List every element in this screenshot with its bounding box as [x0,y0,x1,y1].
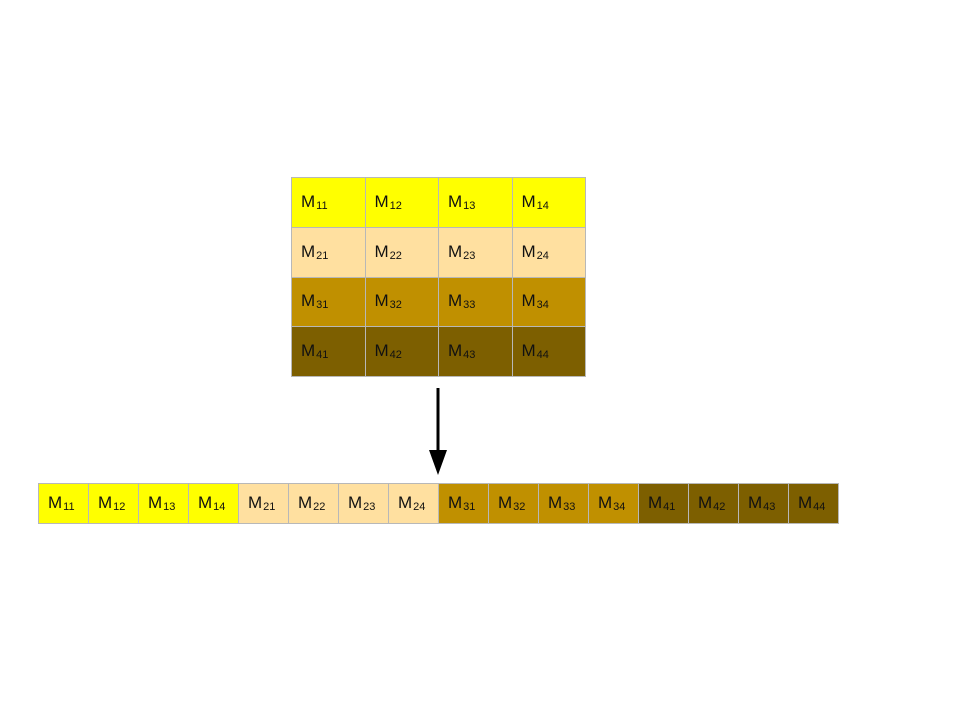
element-index: 42 [713,501,726,513]
element-index: 22 [313,501,326,513]
element-index: 23 [463,249,476,262]
element-index: 11 [63,501,75,513]
element-symbol: M [374,341,389,361]
element-index: 22 [389,249,402,262]
element-index: 14 [536,199,549,212]
element-index: 12 [389,199,402,212]
element-symbol: M [98,493,113,512]
element-symbol: M [798,493,813,512]
element-index: 11 [316,199,328,212]
element-index: 13 [163,501,176,513]
element-symbol: M [301,341,316,361]
element-symbol: M [598,493,613,512]
element-symbol: M [521,341,536,361]
element-index: 33 [463,299,476,312]
element-symbol: M [398,493,413,512]
element-index: 32 [389,299,402,312]
element-symbol: M [448,241,463,261]
element-symbol: M [648,493,663,512]
element-symbol: M [521,191,536,211]
element-symbol: M [374,191,389,211]
element-index: 13 [463,199,476,212]
element-symbol: M [448,191,463,211]
element-symbol: M [448,341,463,361]
element-index: 23 [363,501,376,513]
element-index: 43 [763,501,776,513]
element-symbol: M [348,493,363,512]
element-symbol: M [548,493,563,512]
element-index: 43 [463,349,476,362]
element-index: 34 [613,501,626,513]
down-arrow-icon [429,388,447,475]
element-index: 14 [213,501,226,513]
element-index: 21 [316,249,329,262]
element-index: 31 [463,501,476,513]
element-symbol: M [301,241,316,261]
element-symbol: M [148,493,163,512]
element-symbol: M [521,241,536,261]
element-index: 32 [513,501,526,513]
element-symbol: M [374,291,389,311]
element-symbol: M [48,493,63,512]
element-index: 44 [813,501,826,513]
element-symbol: M [498,493,513,512]
element-symbol: M [301,191,316,211]
element-symbol: M [374,241,389,261]
element-index: 44 [536,349,549,362]
element-symbol: M [448,291,463,311]
element-index: 24 [413,501,426,513]
element-index: 33 [563,501,576,513]
element-symbol: M [301,291,316,311]
element-symbol: M [448,493,463,512]
element-index: 24 [536,249,549,262]
element-symbol: M [248,493,263,512]
element-index: 31 [316,299,329,312]
element-index: 21 [263,501,276,513]
element-symbol: M [521,291,536,311]
element-index: 41 [663,501,676,513]
element-index: 12 [113,501,126,513]
element-index: 42 [389,349,402,362]
element-symbol: M [298,493,313,512]
element-index: 34 [536,299,549,312]
element-index: 41 [316,349,329,362]
element-symbol: M [698,493,713,512]
element-symbol: M [748,493,763,512]
element-symbol: M [198,493,213,512]
